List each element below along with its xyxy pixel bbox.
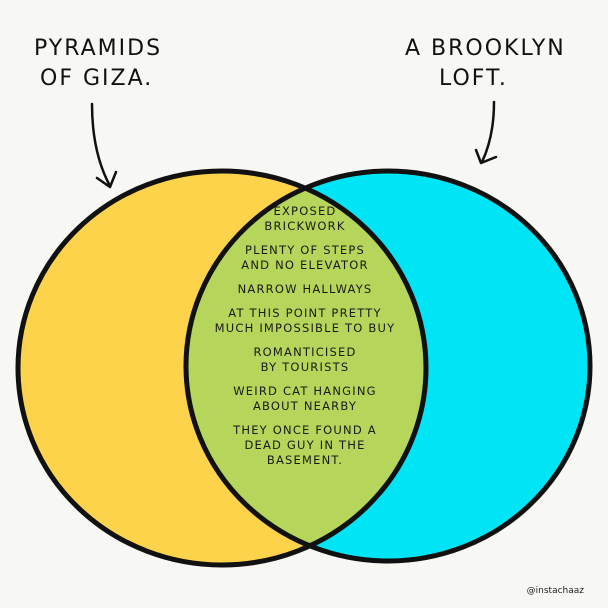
- intersection-lens: [186, 171, 426, 561]
- intersection-item: Narrow hallways: [190, 282, 420, 297]
- intersection-item: Weird cat hanging about nearby: [190, 384, 420, 414]
- intersection-list: Exposed Brickwork Plenty of steps and no…: [190, 204, 420, 477]
- item-line: about nearby: [252, 399, 358, 413]
- left-set-label: Pyramids of Giza.: [34, 34, 162, 94]
- left-circle-outline: [15, 168, 429, 568]
- item-line: Weird cat hanging: [233, 384, 377, 398]
- intersection-item: Exposed Brickwork: [190, 204, 420, 234]
- right-circle-outline: [183, 168, 593, 564]
- intersection-item: Plenty of steps and no elevator: [190, 243, 420, 273]
- item-line: basement.: [266, 453, 344, 467]
- item-line: Exposed: [273, 204, 337, 218]
- item-line: much impossible to buy: [214, 321, 396, 335]
- intersection-item: At this point pretty much impossible to …: [190, 306, 420, 336]
- item-line: They once found a: [233, 423, 377, 437]
- item-line: Narrow hallways: [237, 282, 373, 296]
- item-line: and no elevator: [241, 258, 369, 272]
- item-line: dead guy in the: [244, 438, 366, 452]
- right-arrow-icon: [474, 100, 498, 165]
- item-line: Romanticised: [253, 345, 357, 359]
- left-arrow-icon: [90, 102, 118, 189]
- right-set-label: A Brooklyn Loft.: [405, 34, 566, 94]
- left-set-label-line: Pyramids: [34, 36, 163, 61]
- right-set-label-line: A Brooklyn: [405, 36, 566, 61]
- intersection-item: Romanticised by tourists: [190, 345, 420, 375]
- right-set-label-line: Loft.: [439, 66, 508, 91]
- left-set-label-line: of Giza.: [40, 66, 154, 91]
- author-credit: @instachaaz: [526, 586, 584, 596]
- item-line: At this point pretty: [228, 306, 382, 320]
- item-line: Plenty of steps: [244, 243, 366, 257]
- item-line: Brickwork: [264, 219, 346, 233]
- intersection-item: They once found a dead guy in the baseme…: [190, 423, 420, 468]
- item-line: by tourists: [260, 360, 350, 374]
